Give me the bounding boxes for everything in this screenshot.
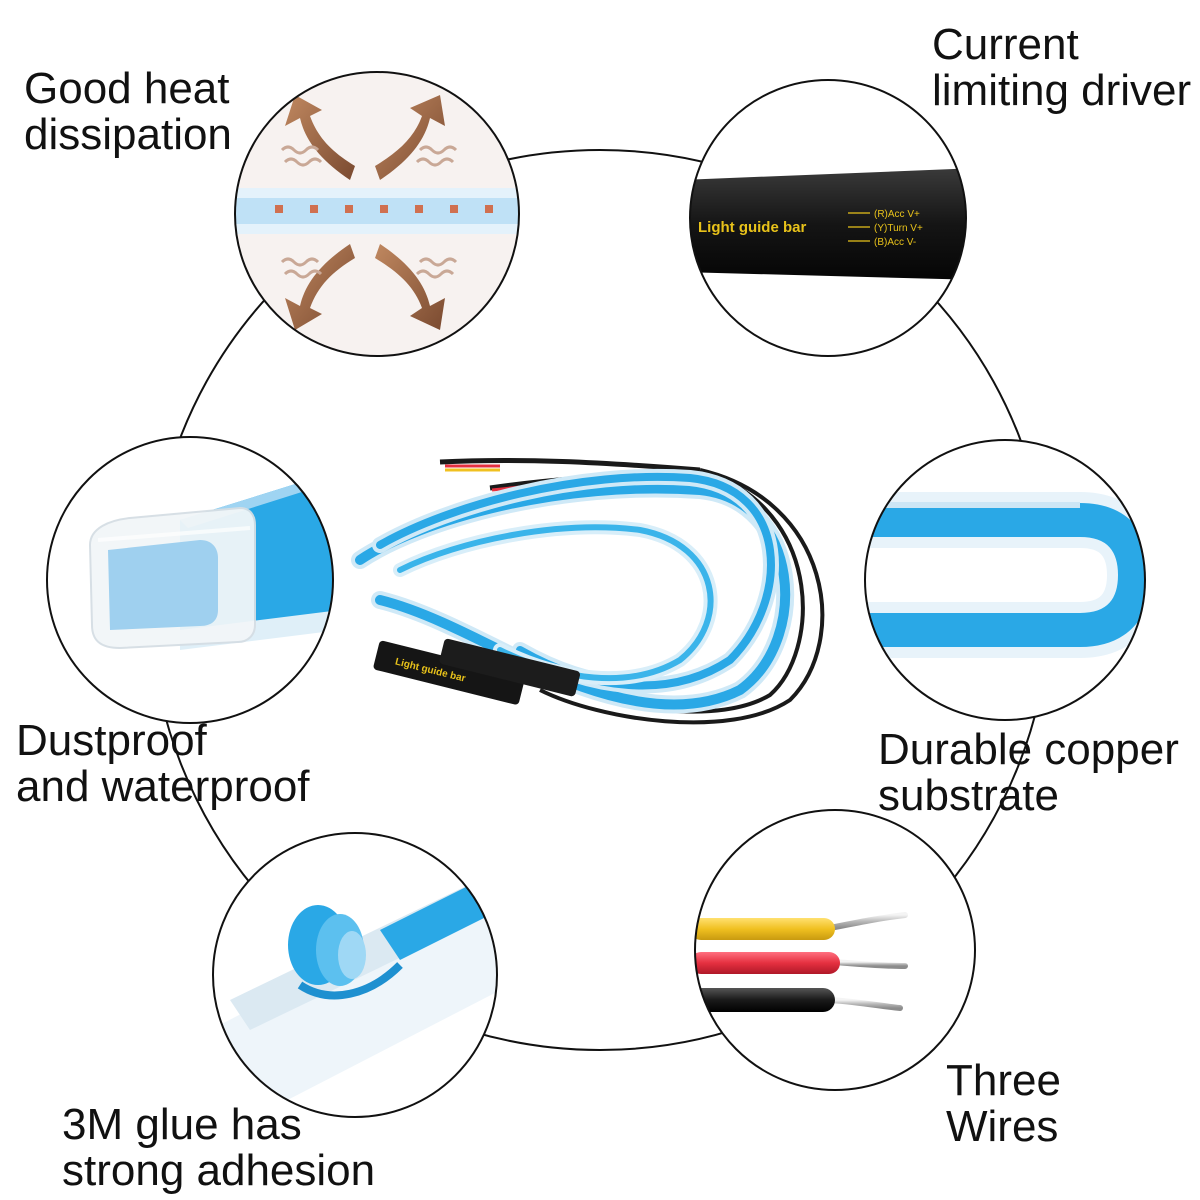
led-strip-product: Light guide bar: [351, 457, 825, 725]
label-heat-dissipation: Good heat dissipation: [24, 64, 232, 159]
label-current-limiting-driver: Current limiting driver: [932, 20, 1192, 115]
driver-legend-red: (R)Acc V+: [874, 209, 920, 220]
driver-legend-black: (B)Acc V-: [874, 237, 916, 248]
label-3m-glue: 3M glue has strong adhesion: [62, 1100, 376, 1195]
label-dustproof-waterproof: Dustproof and waterproof: [16, 716, 310, 811]
label-durable-copper: Durable copper substrate: [878, 725, 1179, 820]
copper-substrate-image: [864, 439, 1146, 721]
driver-legend-yellow: (Y)Turn V+: [874, 223, 923, 234]
glue-image: [212, 832, 498, 1118]
wires-image: [694, 809, 976, 1091]
heat-dissipation-image: [234, 71, 520, 357]
driver-title: Light guide bar: [698, 219, 806, 236]
dustproof-image: [46, 436, 334, 724]
driver-image: Light guide bar (R)Acc V+ (Y)Turn V+ (B)…: [689, 79, 967, 357]
label-three-wires: Three Wires: [946, 1056, 1061, 1151]
